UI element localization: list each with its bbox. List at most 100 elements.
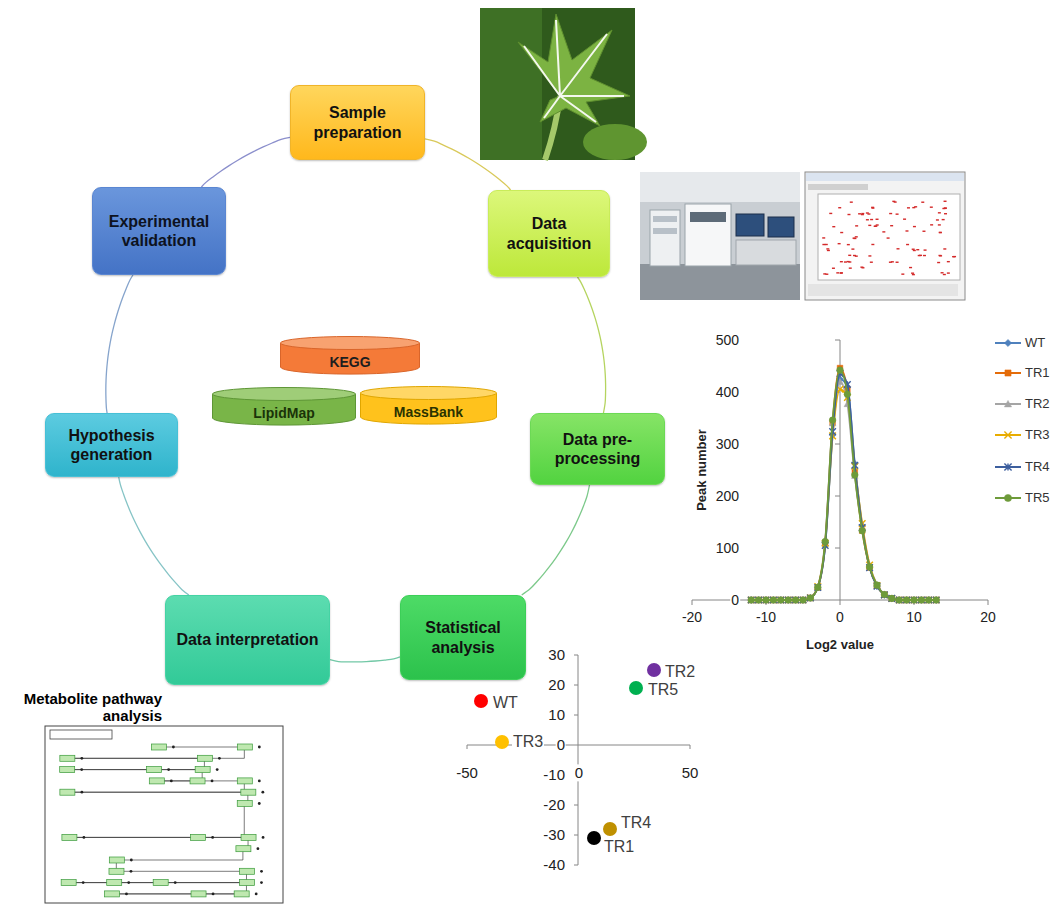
peak-mark xyxy=(930,224,933,225)
text-group: Data pre-processing xyxy=(531,430,664,468)
pathway-link xyxy=(67,758,205,769)
instrument-panel xyxy=(690,212,726,222)
legend-label: WT xyxy=(1025,335,1045,351)
peak-mark xyxy=(851,248,854,249)
peak-mark xyxy=(832,268,835,269)
cycle-connector xyxy=(106,275,133,413)
enzyme-box xyxy=(153,880,168,886)
series-marker xyxy=(785,597,792,604)
peak-mark xyxy=(847,261,850,262)
series-marker xyxy=(918,597,925,603)
tick-label: 0 xyxy=(730,592,740,608)
score-point xyxy=(495,735,509,749)
legend-marker xyxy=(1004,339,1011,346)
legend-entry: TR5 xyxy=(994,490,1050,506)
peak-mark xyxy=(889,262,892,263)
node-label: Hypothesis generation xyxy=(54,426,169,464)
peak-mark xyxy=(860,266,863,267)
series-marker xyxy=(755,597,762,604)
series-marker xyxy=(889,595,896,601)
series-marker xyxy=(874,583,880,589)
compound-dot xyxy=(258,802,261,805)
leaf-shape xyxy=(518,14,630,126)
node-label: LipidMap xyxy=(220,405,348,421)
photo-ceiling xyxy=(640,172,800,202)
spectrum-peaks xyxy=(822,201,956,276)
compound-dot xyxy=(174,881,177,884)
peak-mark xyxy=(871,244,874,245)
series-marker xyxy=(807,595,814,601)
series-marker xyxy=(748,597,755,604)
series-marker xyxy=(792,597,799,604)
series-line xyxy=(751,382,936,600)
legend-entry: WT xyxy=(994,335,1045,351)
series-marker xyxy=(785,597,792,604)
tick-label: 0 xyxy=(556,736,566,753)
text-group: LipidMap xyxy=(212,405,356,421)
peak-mark xyxy=(871,207,874,208)
series-marker xyxy=(763,597,770,604)
peak-mark xyxy=(901,273,904,274)
enzyme-box xyxy=(237,744,252,750)
photo-ground xyxy=(640,172,800,300)
legend-entry: TR1 xyxy=(994,365,1050,381)
series-marker xyxy=(933,597,940,603)
peak-mark xyxy=(903,218,906,219)
peak-mark xyxy=(944,201,947,202)
peak-mark xyxy=(918,255,921,256)
peak-mark xyxy=(922,231,925,232)
series-marker xyxy=(771,597,777,603)
series-marker xyxy=(881,591,888,597)
pathway-link xyxy=(160,882,246,883)
peak-mark xyxy=(838,243,841,244)
series-marker xyxy=(770,597,777,604)
line-chart-axes xyxy=(692,340,988,605)
tick-label: 10 xyxy=(547,706,566,723)
peak-mark xyxy=(939,255,942,256)
series-marker xyxy=(800,597,807,603)
series-marker xyxy=(911,597,917,603)
series-marker xyxy=(903,597,910,603)
compound-dot xyxy=(260,881,263,884)
compound-dot xyxy=(260,870,263,873)
cycle-connector xyxy=(425,139,511,190)
series-marker xyxy=(770,597,777,604)
series-marker xyxy=(926,597,933,604)
series-marker xyxy=(755,597,762,604)
series-line xyxy=(751,370,936,600)
compound-dot xyxy=(80,757,83,760)
score-point xyxy=(629,681,643,695)
series-marker xyxy=(785,597,792,604)
peak-mark xyxy=(874,226,877,227)
map-title-box xyxy=(50,730,112,739)
series-marker xyxy=(763,597,769,603)
compound-dot xyxy=(170,780,173,783)
peak-mark xyxy=(827,250,830,251)
legend-swatch xyxy=(994,490,1022,506)
axis-ticks xyxy=(692,340,988,605)
peak-mark xyxy=(840,272,843,273)
compound-dot xyxy=(255,893,258,896)
series-marker xyxy=(755,597,762,604)
enzyme-box xyxy=(237,801,252,807)
enzyme-box xyxy=(190,778,205,784)
peak-mark xyxy=(894,201,897,202)
legend-marker xyxy=(1004,494,1011,501)
line-chart-series xyxy=(748,365,940,603)
peak-mark xyxy=(906,244,909,245)
series-marker xyxy=(770,597,777,603)
enzyme-box xyxy=(191,891,206,897)
peak-mark xyxy=(826,248,829,249)
series-marker xyxy=(926,597,933,604)
peak-mark xyxy=(876,224,879,225)
peak-mark xyxy=(913,250,916,251)
series-marker xyxy=(881,591,888,598)
cycle-connector xyxy=(577,277,605,413)
series-marker xyxy=(829,417,836,424)
series-line xyxy=(751,379,936,600)
cylinder-top xyxy=(361,386,497,399)
leaf-shape xyxy=(583,124,647,160)
enzyme-box xyxy=(191,834,206,840)
cylinder-top xyxy=(281,336,420,349)
peak-mark xyxy=(890,225,893,226)
